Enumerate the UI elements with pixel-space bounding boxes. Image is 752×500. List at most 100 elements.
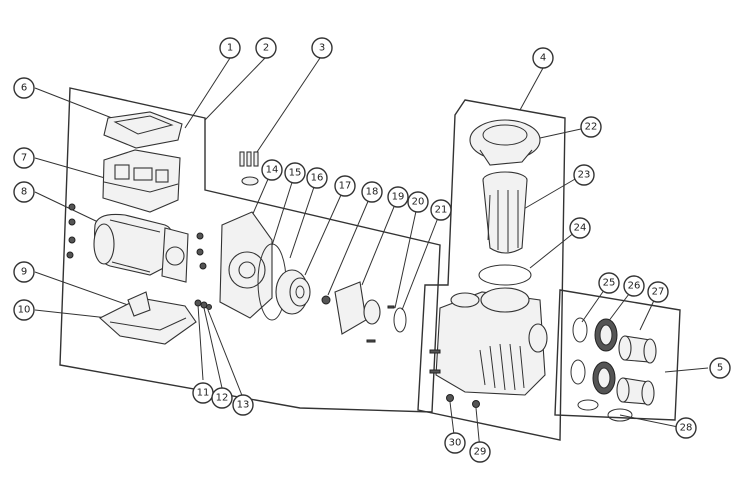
callout-18: 18 (361, 181, 383, 203)
strainer-basket (482, 171, 528, 254)
leader-11 (197, 304, 204, 381)
callout-number: 6 (21, 83, 27, 94)
callout-number: 7 (21, 153, 27, 164)
leader-10 (34, 309, 109, 319)
callout-circle (623, 275, 645, 297)
union-fittings (570, 317, 657, 422)
callout-number: 19 (392, 192, 405, 203)
callout-28: 28 (675, 417, 697, 439)
callout-number: 29 (474, 447, 487, 458)
callout-number: 20 (412, 197, 425, 208)
hardware-kit (239, 151, 259, 186)
callout-number: 3 (319, 43, 325, 54)
callout-number: 23 (578, 170, 591, 181)
leader-20 (394, 201, 419, 309)
callout-number: 11 (197, 388, 210, 399)
callout-25: 25 (598, 272, 620, 294)
callout-1: 1 (219, 37, 241, 59)
leader-16 (289, 177, 318, 259)
leader-1 (184, 57, 231, 129)
callout-27: 27 (647, 281, 669, 303)
callout-30: 30 (444, 432, 466, 454)
callout-15: 15 (284, 162, 306, 184)
callout-29: 29 (469, 441, 491, 463)
leader-lines (34, 57, 709, 451)
callout-number: 10 (18, 305, 31, 316)
callout-7: 7 (13, 147, 35, 169)
callout-circle (255, 37, 277, 59)
leader-5 (664, 367, 709, 373)
callout-10: 10 (13, 299, 35, 321)
callout-number: 1 (227, 43, 233, 54)
leader-13 (207, 309, 244, 399)
leader-9 (34, 271, 129, 306)
callout-number: 13 (237, 400, 250, 411)
callout-24: 24 (569, 217, 591, 239)
callout-circle (580, 116, 602, 138)
callout-circle (361, 181, 383, 203)
callout-circle (219, 37, 241, 59)
callout-number: 18 (366, 187, 379, 198)
callout-number: 21 (435, 205, 448, 216)
callout-circle (387, 186, 409, 208)
shaft-seal (321, 295, 331, 305)
strainer-group-outline (417, 99, 566, 441)
callout-circle (261, 159, 283, 181)
leader-18 (327, 191, 373, 296)
callout-number: 26 (628, 281, 641, 292)
callout-number: 30 (449, 438, 462, 449)
callout-circle (598, 272, 620, 294)
callout-circle (13, 261, 35, 283)
callout-circle (311, 37, 333, 59)
leader-17 (304, 185, 346, 276)
callout-13: 13 (232, 394, 254, 416)
impeller (275, 269, 311, 315)
callout-circle (407, 191, 429, 213)
callout-2: 2 (255, 37, 277, 59)
callout-4: 4 (532, 47, 554, 69)
motor-group-outline (59, 87, 441, 413)
leader-2 (204, 57, 266, 121)
callout-19: 19 (387, 186, 409, 208)
leader-8 (34, 191, 99, 223)
callout-number: 15 (289, 168, 302, 179)
drain-plugs (446, 394, 480, 408)
callout-3: 3 (311, 37, 333, 59)
callout-20: 20 (407, 191, 429, 213)
motor-bolts (66, 203, 207, 270)
leader-19 (361, 196, 399, 286)
callout-circle (569, 217, 591, 239)
callout-26: 26 (623, 275, 645, 297)
callout-number: 2 (263, 43, 269, 54)
leader-12 (203, 307, 223, 389)
drive-cover (103, 111, 183, 149)
callout-circle (13, 181, 35, 203)
callout-number: 24 (574, 223, 587, 234)
leader-4 (519, 67, 544, 111)
callout-17: 17 (334, 175, 356, 197)
callout-number: 28 (680, 423, 693, 434)
callout-6: 6 (13, 77, 35, 99)
motor (93, 213, 189, 283)
callout-11: 11 (192, 382, 214, 404)
callout-23: 23 (573, 164, 595, 186)
callout-circle (13, 147, 35, 169)
leader-3 (254, 57, 321, 156)
callout-number: 16 (311, 173, 324, 184)
callout-circle (211, 387, 233, 409)
callout-circle (675, 417, 697, 439)
callout-number: 25 (603, 278, 616, 289)
strainer-lid (469, 119, 541, 166)
diffuser-o-ring (393, 307, 407, 333)
leader-6 (34, 87, 113, 119)
callout-number: 27 (652, 287, 665, 298)
callout-number: 9 (21, 267, 27, 278)
callout-number: 8 (21, 187, 27, 198)
base-hardware (194, 299, 212, 310)
callout-number: 12 (216, 393, 229, 404)
callout-circle (573, 164, 595, 186)
diffuser (334, 281, 381, 343)
union-group-outline (554, 289, 681, 421)
